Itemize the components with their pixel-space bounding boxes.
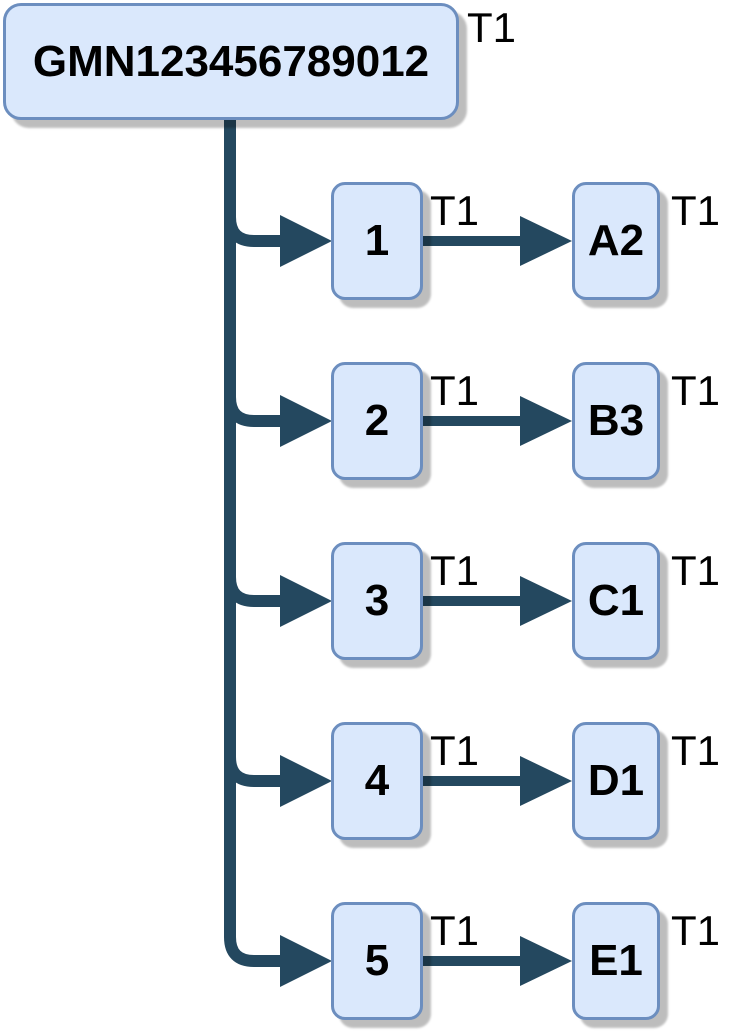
branch-arrow-5: [224, 119, 332, 987]
node-end-C1[interactable]: C1: [572, 542, 660, 660]
node-end-D1[interactable]: D1: [572, 722, 660, 840]
node-end-E1-tag: T1: [671, 907, 721, 954]
node-mid-1[interactable]: 1: [331, 182, 423, 300]
node-end-C1-label: C1: [587, 576, 645, 625]
link-arrow-4: [422, 756, 572, 806]
node-mid-4-tag: T1: [430, 727, 480, 774]
node-mid-5-label: 5: [364, 936, 390, 985]
node-mid-3-label: 3: [364, 576, 390, 625]
branch-arrow-2: [224, 119, 332, 447]
node-end-B3-tag: T1: [671, 367, 721, 414]
link-arrow-1: [422, 216, 572, 266]
link-arrow-2: [422, 396, 572, 446]
node-mid-2-label: 2: [364, 396, 390, 445]
link-arrow-5: [422, 936, 572, 986]
node-mid-4-label: 4: [364, 756, 390, 805]
node-mid-5[interactable]: 5: [331, 902, 423, 1020]
node-end-E1[interactable]: E1: [572, 902, 660, 1020]
node-end-C1-tag: T1: [671, 547, 721, 594]
branch-arrow-3: [224, 119, 332, 627]
node-mid-5-tag: T1: [430, 907, 480, 954]
node-root-tag: T1: [467, 4, 517, 51]
branch-arrow-1: [224, 119, 332, 267]
node-mid-1-label: 1: [364, 216, 390, 265]
node-end-A2-tag: T1: [671, 187, 721, 234]
node-root[interactable]: GMN123456789012: [3, 3, 459, 120]
node-end-B3[interactable]: B3: [572, 362, 660, 480]
node-mid-3-tag: T1: [430, 547, 480, 594]
node-root-label: GMN123456789012: [32, 36, 430, 86]
node-mid-3[interactable]: 3: [331, 542, 423, 660]
node-mid-2[interactable]: 2: [331, 362, 423, 480]
node-end-B3-label: B3: [587, 396, 645, 445]
node-end-D1-tag: T1: [671, 727, 721, 774]
link-arrow-3: [422, 576, 572, 626]
node-mid-2-tag: T1: [430, 367, 480, 414]
node-end-D1-label: D1: [587, 756, 645, 805]
node-mid-1-tag: T1: [430, 187, 480, 234]
node-end-E1-label: E1: [589, 936, 643, 985]
node-mid-4[interactable]: 4: [331, 722, 423, 840]
node-end-A2[interactable]: A2: [572, 182, 660, 300]
node-end-A2-label: A2: [587, 216, 645, 265]
